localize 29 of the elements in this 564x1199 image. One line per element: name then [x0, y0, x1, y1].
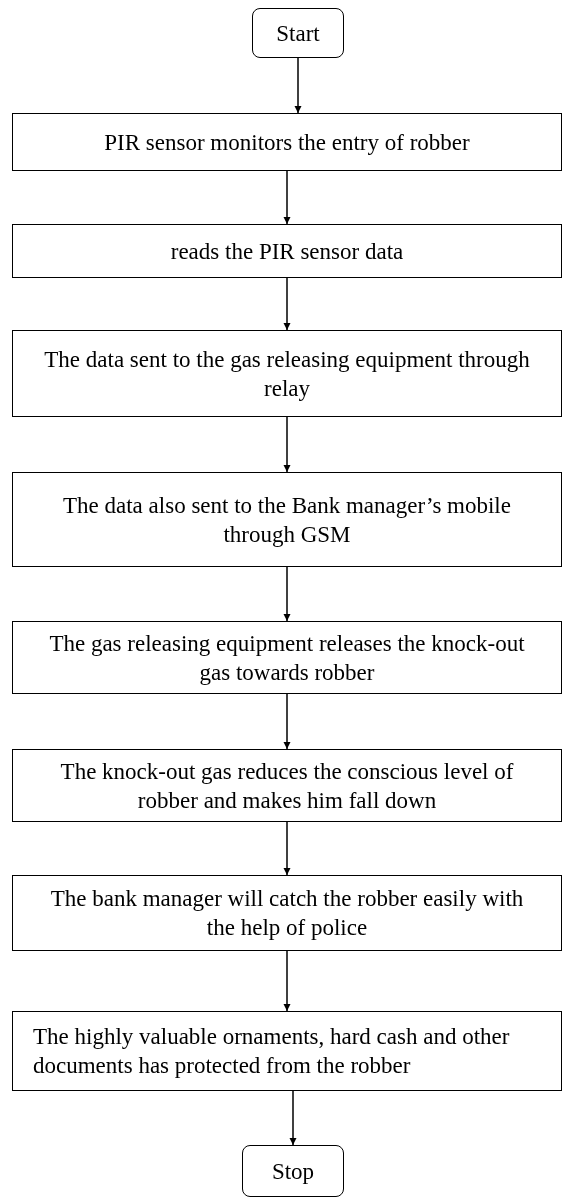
process-box — [12, 224, 562, 278]
arrow — [283, 950, 291, 1012]
process-box — [12, 113, 562, 171]
terminal-label: Start — [276, 19, 320, 48]
step-text: The data sent to the gas releasing equipment through relay — [43, 345, 531, 403]
process-box — [12, 472, 562, 567]
process-box — [12, 621, 562, 694]
arrow — [294, 57, 302, 114]
step-text: The highly valuable ornaments, hard cash and other documents has protected from the robber — [33, 1023, 511, 1080]
arrow — [283, 821, 291, 876]
arrow — [283, 277, 291, 331]
arrow — [283, 566, 291, 622]
arrow — [283, 170, 291, 225]
arrow — [283, 693, 291, 750]
step-text: The data also sent to the Bank manager’s mobile through GSM — [62, 491, 512, 549]
step-text: The gas releasing equipment releases the knock-out gas towards robber — [48, 629, 526, 687]
terminal-box — [252, 8, 344, 58]
process-box — [12, 749, 562, 822]
arrow — [289, 1090, 297, 1146]
step-text: reads the PIR sensor data — [170, 237, 404, 266]
step-text: The knock-out gas reduces the conscious level of robber and makes him fall down — [59, 757, 515, 815]
arrow — [283, 416, 291, 473]
process-box — [12, 330, 562, 417]
process-box — [12, 1011, 562, 1091]
terminal-label: Stop — [271, 1157, 315, 1186]
terminal-box — [242, 1145, 344, 1197]
step-text: The bank manager will catch the robber easily with the help of police — [49, 885, 525, 942]
step-text: PIR sensor monitors the entry of robber — [104, 128, 470, 157]
process-box — [12, 875, 562, 951]
